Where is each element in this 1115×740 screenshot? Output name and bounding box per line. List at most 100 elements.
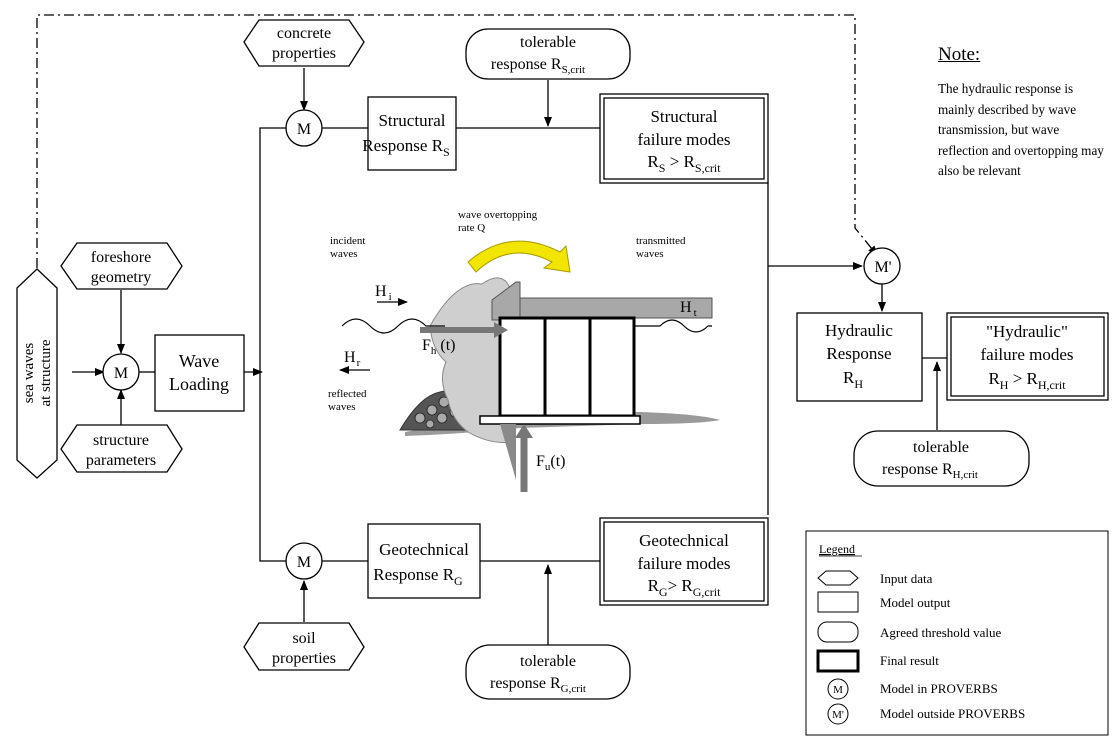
svg-text:M': M' [832, 709, 844, 721]
foundation-wedge [500, 424, 516, 480]
transmitted-wave-line [634, 319, 712, 333]
svg-text:foreshore: foreshore [91, 249, 151, 266]
svg-text:M: M [297, 121, 311, 138]
tolerable-response-structural: tolerable response RS,crit [465, 28, 631, 80]
output-hydraulic-response: Hydraulic Response RH [796, 312, 923, 402]
svg-text:waves: waves [636, 248, 664, 260]
failure-geotechnical: Geotechnical failure modes RG> RG,crit [599, 517, 769, 606]
input-foreshore-geometry: foreshore geometry [60, 242, 183, 290]
model-m-left: M [102, 353, 140, 391]
caisson-base [479, 415, 641, 425]
svg-text:M: M [114, 365, 128, 382]
model-m-prime: M' [863, 247, 901, 285]
legend-item-model-output: Model output [817, 591, 951, 613]
svg-text:M': M' [874, 259, 891, 276]
output-structural-response: Structural Response RS [362, 96, 457, 171]
output-wave-loading: Wave Loading [154, 334, 245, 412]
svg-text:Final result: Final result [880, 653, 939, 668]
svg-text:Geotechnical: Geotechnical [379, 540, 469, 559]
svg-text:failure modes: failure modes [638, 554, 731, 573]
svg-text:failure modes: failure modes [638, 130, 731, 149]
svg-text:wave overtopping: wave overtopping [458, 209, 538, 221]
svg-text:properties: properties [272, 45, 336, 62]
svg-text:sea waves: sea waves [21, 343, 37, 404]
input-concrete-properties: concrete properties [243, 19, 365, 67]
input-soil-properties: soil properties [243, 622, 365, 671]
svg-text:at structure: at structure [38, 339, 54, 406]
caisson-body [498, 316, 636, 418]
svg-text:M: M [297, 554, 311, 571]
model-m-bottom: M [285, 542, 323, 580]
svg-text:waves: waves [328, 401, 356, 413]
svg-text:reflected: reflected [328, 388, 367, 400]
svg-text:Structural: Structural [650, 107, 717, 126]
svg-text:"Hydraulic": "Hydraulic" [986, 322, 1068, 341]
svg-text:tolerable: tolerable [913, 439, 969, 456]
svg-text:Wave: Wave [179, 351, 220, 371]
breakwater-illustration [339, 240, 720, 492]
svg-text:RG> RG,crit: RG> RG,crit [648, 576, 722, 599]
svg-text:parameters: parameters [86, 452, 156, 469]
svg-text:Loading: Loading [169, 374, 229, 394]
svg-text:Fu(t): Fu(t) [536, 453, 566, 473]
svg-text:Response: Response [826, 344, 891, 363]
svg-text:Structural: Structural [378, 111, 445, 130]
svg-text:Model in PROVERBS: Model in PROVERBS [880, 681, 998, 696]
svg-text:Agreed threshold value: Agreed threshold value [880, 625, 1002, 640]
svg-text:incident: incident [330, 235, 365, 247]
svg-text:Geotechnical: Geotechnical [639, 531, 729, 550]
svg-text:Response RG: Response RG [373, 565, 463, 588]
legend-item-model-in-proverbs: M Model in PROVERBS [827, 678, 998, 700]
connectors [72, 68, 947, 645]
legend-item-final-result: Final result [816, 649, 939, 673]
tolerable-response-geotechnical: tolerable response RG,crit [465, 644, 631, 700]
input-structure-parameters: structure parameters [60, 424, 183, 473]
svg-text:Hydraulic: Hydraulic [825, 321, 893, 340]
svg-text:waves: waves [330, 248, 358, 260]
svg-text:geometry: geometry [91, 269, 151, 286]
failure-structural: Structural failure modes RS > RS,crit [599, 93, 769, 184]
legend: Legend Input data Model output Agreed th… [805, 530, 1109, 736]
svg-text:M: M [833, 684, 843, 696]
failure-hydraulic: "Hydraulic" failure modes RH > RH,crit [946, 312, 1109, 401]
svg-text:failure modes: failure modes [981, 345, 1074, 364]
svg-text:Legend: Legend [819, 542, 855, 556]
svg-text:rate Q: rate Q [458, 222, 485, 234]
svg-text:transmitted: transmitted [636, 235, 686, 247]
incident-wave-line [341, 318, 445, 334]
overtopping-arrow [467, 240, 571, 273]
illustration-labels: wave overtopping rate Q incident waves t… [328, 209, 697, 473]
svg-text:response RS,crit: response RS,crit [491, 56, 585, 76]
svg-text:RS > RS,crit: RS > RS,crit [647, 152, 721, 175]
svg-text:RH > RH,crit: RH > RH,crit [988, 369, 1066, 392]
svg-text:Response RS: Response RS [362, 136, 449, 159]
input-sea-waves-at-structure: sea waves at structure [16, 268, 58, 479]
tolerable-response-hydraulic: tolerable response RH,crit [853, 430, 1030, 487]
svg-text:Hr: Hr [344, 349, 361, 369]
legend-item-input-data: Input data [817, 570, 933, 586]
legend-item-agreed-threshold: Agreed threshold value [817, 621, 1002, 643]
svg-text:Ht: Ht [680, 299, 697, 319]
svg-text:concrete: concrete [277, 25, 331, 42]
svg-text:Model output: Model output [880, 595, 951, 610]
svg-text:soil: soil [292, 630, 316, 647]
svg-text:response RH,crit: response RH,crit [882, 461, 978, 481]
crown-wall [491, 281, 521, 321]
svg-text:Hi: Hi [375, 283, 392, 303]
svg-text:Input data: Input data [880, 571, 933, 586]
svg-text:tolerable: tolerable [520, 653, 576, 670]
svg-text:properties: properties [272, 650, 336, 667]
svg-text:Model outside PROVERBS: Model outside PROVERBS [880, 706, 1025, 721]
output-geotechnical-response: Geotechnical Response RG [367, 523, 481, 599]
note-title: Note: [938, 44, 981, 65]
svg-text:Fh (t): Fh (t) [422, 337, 456, 357]
svg-text:structure: structure [93, 432, 149, 449]
svg-text:response RG,crit: response RG,crit [490, 675, 586, 695]
model-m-top: M [285, 109, 323, 147]
note-text: The hydraulic response is mainly describ… [938, 81, 1104, 178]
dashdot-feedback-line [36, 14, 878, 268]
svg-text:tolerable: tolerable [520, 34, 576, 51]
svg-text:RH: RH [843, 368, 863, 391]
legend-item-model-outside-proverbs: M' Model outside PROVERBS [827, 703, 1025, 725]
